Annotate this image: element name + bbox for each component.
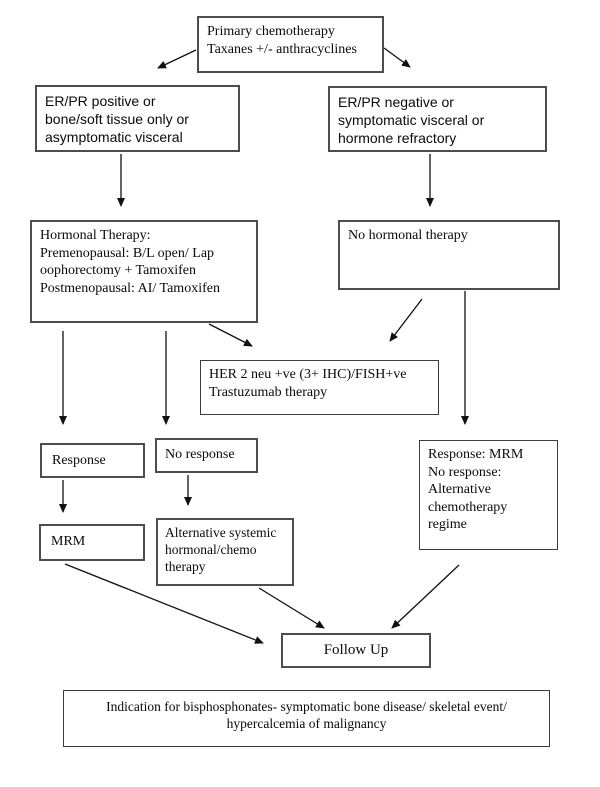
node-mrm: MRM — [39, 524, 145, 561]
node-bisphosphonates-indication: Indication for bisphosphonates- symptoma… — [63, 690, 550, 747]
node-alternative-systemic-therapy: Alternative systemic hormonal/chemo ther… — [156, 518, 294, 586]
arrow-alt-systemic-to-follow-up — [258, 587, 325, 629]
arrow-hormonal-to-her2 — [208, 323, 253, 347]
node-response-mrm-alternative-chemo: Response: MRM No response: Alternative c… — [419, 440, 558, 550]
arrow-response-mrm-to-follow-up — [391, 564, 460, 629]
arrow-primary-to-erpr-positive — [157, 49, 197, 69]
node-follow-up: Follow Up — [281, 633, 431, 668]
arrow-primary-to-erpr-negative — [383, 47, 411, 68]
node-no-response: No response — [155, 438, 258, 473]
node-erpr-positive: ER/PR positive or bone/soft tissue only … — [35, 85, 240, 152]
node-primary-chemotherapy: Primary chemotherapy Taxanes +/- anthrac… — [197, 16, 384, 73]
arrow-no-hormonal-to-her2 — [389, 298, 423, 342]
node-her2-trastuzumab: HER 2 neu +ve (3+ IHC)/FISH+ve Trastuzum… — [200, 360, 439, 415]
node-hormonal-therapy: Hormonal Therapy: Premenopausal: B/L ope… — [30, 220, 258, 323]
node-erpr-negative: ER/PR negative or symptomatic visceral o… — [328, 86, 547, 152]
node-no-hormonal-therapy: No hormonal therapy — [338, 220, 560, 290]
node-response: Response — [40, 443, 145, 478]
